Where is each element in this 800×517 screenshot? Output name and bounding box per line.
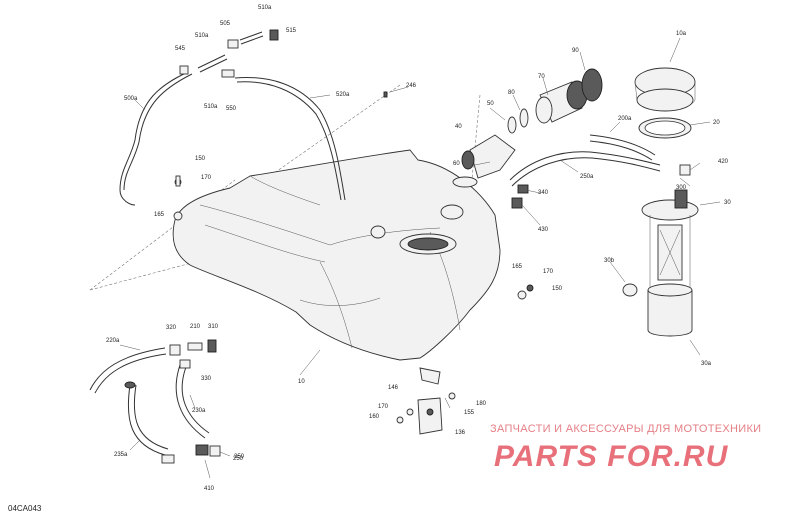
label-235a: 235a [114, 452, 128, 458]
label-165-left: 165 [154, 212, 165, 218]
label-330: 330 [201, 376, 212, 382]
lower-hoses [89, 339, 221, 464]
label-150-left: 150 [195, 156, 206, 162]
label-310: 310 [208, 324, 219, 330]
pump-lock-ring [634, 67, 696, 139]
label-20: 20 [713, 120, 720, 126]
label-510a-lower: 510a [204, 104, 218, 110]
leader-lines [119, 37, 721, 479]
label-500a: 500a [124, 96, 138, 102]
label-170-left: 170 [201, 175, 212, 181]
label-60: 60 [453, 161, 460, 167]
label-430: 430 [538, 227, 549, 233]
label-90: 90 [572, 48, 579, 54]
label-210: 210 [190, 324, 201, 330]
label-136: 136 [455, 430, 466, 436]
label-545: 545 [175, 46, 186, 52]
label-350: 350 [234, 454, 245, 460]
vent-hoses [119, 29, 346, 206]
label-200a: 200a [618, 116, 632, 122]
filler-neck-assembly [452, 68, 603, 188]
label-10a: 10a [676, 31, 687, 37]
label-30b: 30b [604, 258, 615, 264]
label-180: 180 [476, 401, 487, 407]
label-220a: 220a [106, 338, 120, 344]
label-505: 505 [220, 21, 231, 27]
label-250a: 250a [580, 174, 594, 180]
label-510a-top: 510a [195, 33, 209, 39]
label-146: 146 [388, 385, 399, 391]
label-10: 10 [298, 379, 305, 385]
label-160: 160 [369, 414, 380, 420]
label-300: 300 [676, 185, 687, 191]
label-170-bottom: 170 [378, 404, 389, 410]
label-155: 155 [464, 410, 475, 416]
label-40: 40 [455, 124, 462, 130]
label-80: 80 [508, 90, 515, 96]
label-30a: 30a [701, 361, 712, 367]
label-550: 550 [226, 106, 237, 112]
label-410: 410 [204, 486, 215, 492]
watermark: ЗАПЧАСТИ И АКСЕССУАРЫ ДЛЯ МОТОТЕХНИКИ PA… [490, 423, 761, 473]
watermark-tagline: ЗАПЧАСТИ И АКСЕССУАРЫ ДЛЯ МОТОТЕХНИКИ [490, 423, 761, 435]
label-340: 340 [538, 190, 549, 196]
label-165-right: 165 [512, 264, 523, 270]
label-170-right: 170 [543, 269, 554, 275]
label-250: 250 [233, 456, 244, 462]
label-420: 420 [718, 159, 729, 165]
watermark-brand: PARTS FOR.RU [494, 440, 729, 473]
label-520a: 520a [336, 92, 350, 98]
diagram-code: 04CA043 [8, 504, 42, 513]
fuel-tank [172, 149, 501, 385]
label-510a-upper: 510a [258, 5, 272, 11]
label-30: 30 [724, 200, 731, 206]
fuel-pump [622, 189, 699, 337]
label-515: 515 [286, 28, 297, 34]
label-246: 246 [406, 83, 417, 89]
label-70: 70 [538, 74, 545, 80]
label-150-right: 150 [552, 286, 563, 292]
part-labels: 10 10a 20 30 30a 30b 40 50 60 70 80 90 1… [106, 5, 731, 492]
fuel-lines [509, 134, 691, 209]
label-320: 320 [166, 325, 177, 331]
label-50: 50 [487, 101, 494, 107]
tank-bracket [174, 91, 534, 435]
label-230a: 230a [192, 408, 206, 414]
